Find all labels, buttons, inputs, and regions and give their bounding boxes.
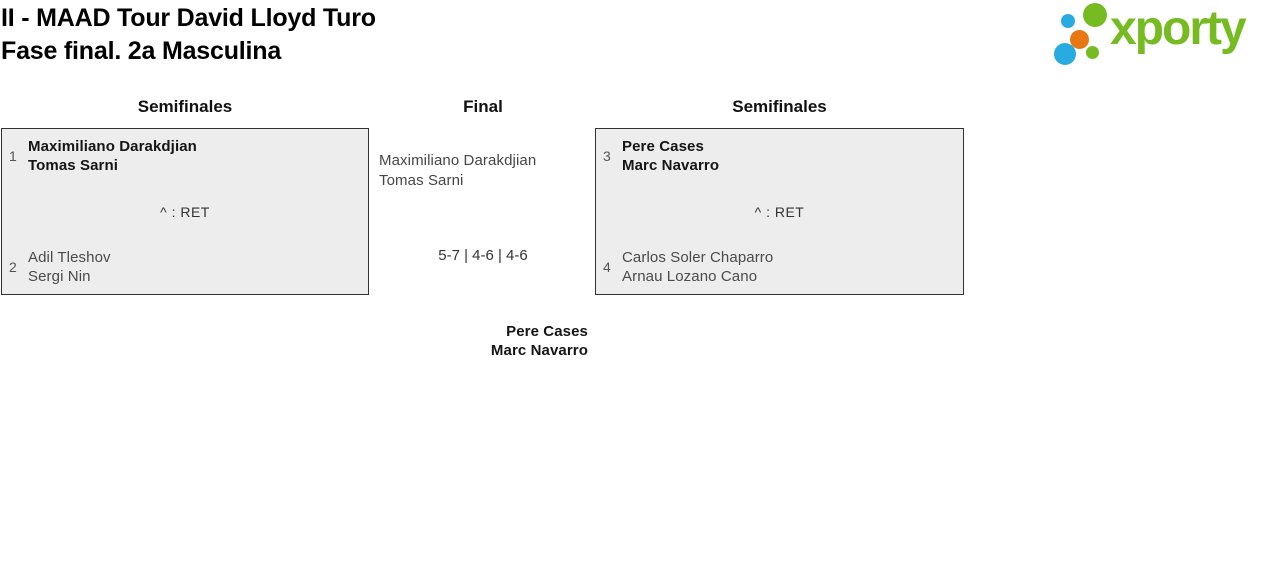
round-header-semifinal-right: Semifinales	[732, 97, 827, 116]
final-winner-team: Pere Cases Marc Navarro	[388, 322, 588, 360]
logo-dot-blue-small-icon	[1061, 14, 1075, 28]
match-box-semifinal-left[interactable]: 1 Maximiliano Darakdjian Tomas Sarni ^ :…	[1, 128, 369, 295]
player-name: Adil Tleshov	[28, 249, 111, 266]
team-names: Adil Tleshov Sergi Nin	[28, 248, 111, 286]
team-names: Carlos Soler Chaparro Arnau Lozano Cano	[622, 248, 773, 286]
team-row: 4 Carlos Soler Chaparro Arnau Lozano Can…	[603, 248, 955, 286]
logo-dot-green-large-icon	[1083, 3, 1107, 27]
seed-number: 4	[603, 259, 611, 275]
player-name: Marc Navarro	[490, 342, 588, 359]
team-row: 2 Adil Tleshov Sergi Nin	[9, 248, 360, 286]
page-subtitle: Fase final. 2a Masculina	[1, 37, 282, 65]
player-name: Tomas Sarni	[28, 157, 119, 174]
retirement-note: ^ : RET	[160, 204, 210, 220]
player-name: Pere Cases	[622, 138, 704, 155]
match-box-semifinal-right[interactable]: 3 Pere Cases Marc Navarro ^ : RET 4 Carl…	[595, 128, 964, 295]
final-team-left: Maximiliano Darakdjian Tomas Sarni	[379, 151, 536, 190]
seed-number: 1	[9, 148, 17, 164]
team-names-winner: Pere Cases Marc Navarro	[622, 137, 719, 175]
player-name: Tomas Sarni	[379, 171, 464, 189]
team-row: 3 Pere Cases Marc Navarro	[603, 137, 955, 175]
player-name: Maximiliano Darakdjian	[379, 152, 537, 169]
player-name: Sergi Nin	[28, 268, 91, 285]
logo-dot-blue-large-icon	[1054, 43, 1076, 65]
page-title: II - MAAD Tour David Lloyd Turo	[1, 4, 376, 32]
page-title-block: II - MAAD Tour David Lloyd Turo Fase fin…	[1, 2, 376, 68]
player-name: Carlos Soler Chaparro	[622, 249, 774, 266]
logo-dot-orange-icon	[1070, 30, 1089, 49]
retirement-note: ^ : RET	[754, 204, 805, 220]
xporty-logo[interactable]: xporty	[1048, 0, 1278, 72]
player-name: Maximiliano Darakdjian	[28, 138, 197, 155]
seed-number: 2	[9, 259, 17, 275]
team-row: 1 Maximiliano Darakdjian Tomas Sarni	[9, 137, 360, 175]
logo-dot-green-small-icon	[1086, 46, 1099, 59]
xporty-wordmark: xporty	[1110, 2, 1247, 55]
seed-number: 3	[603, 148, 611, 164]
round-header-final: Final	[463, 97, 503, 116]
round-header-semifinal-left: Semifinales	[137, 97, 233, 116]
final-score: 5-7 | 4-6 | 4-6	[438, 247, 528, 264]
player-name: Marc Navarro	[622, 157, 720, 174]
player-name: Arnau Lozano Cano	[622, 268, 758, 285]
team-names-winner: Maximiliano Darakdjian Tomas Sarni	[28, 137, 197, 175]
player-name: Pere Cases	[506, 323, 588, 340]
